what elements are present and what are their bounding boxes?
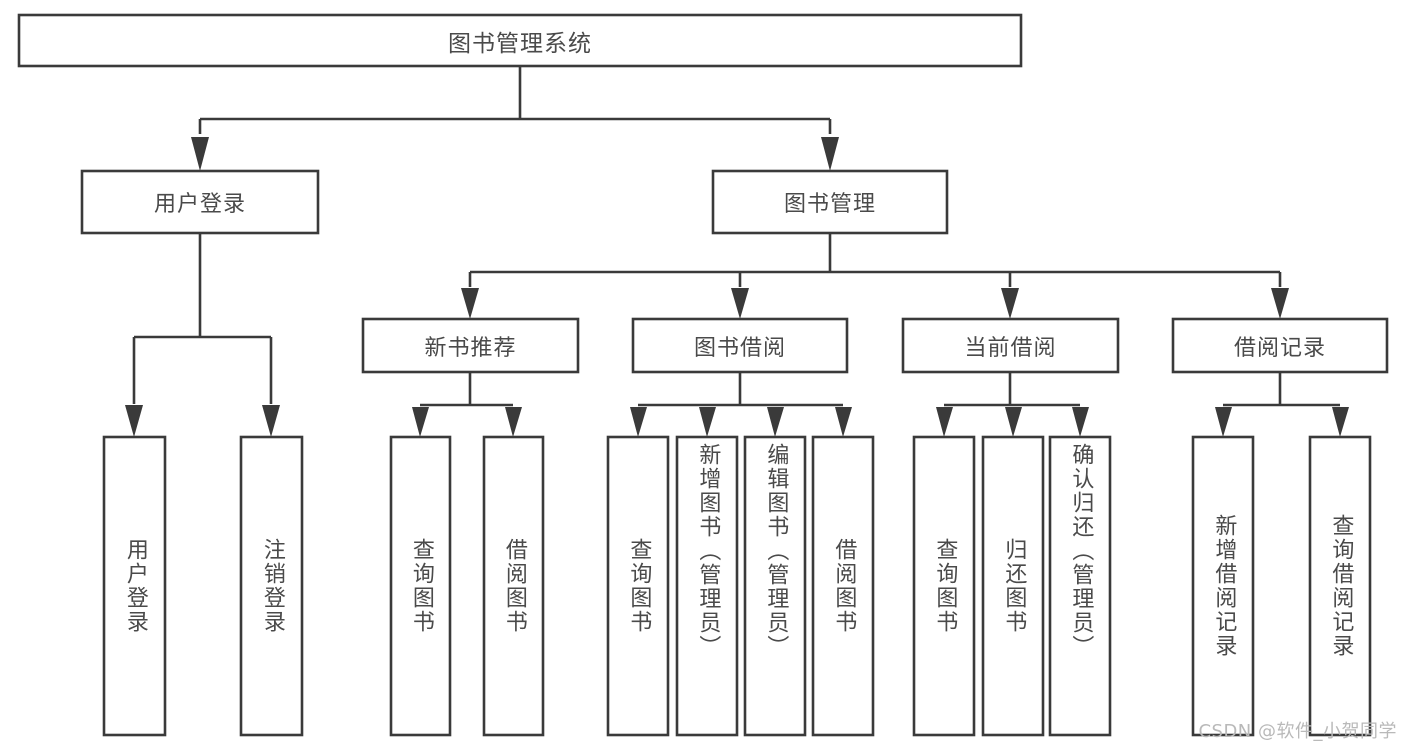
node-box-current-borrow[interactable] (901, 317, 1120, 374)
node-box-leaf-return-book[interactable] (981, 435, 1045, 737)
node-box-leaf-confirm-return[interactable] (1048, 435, 1112, 737)
arrow-head-icon (1005, 407, 1022, 437)
node-box-leaf-add-book[interactable] (675, 435, 739, 737)
watermark-text: CSDN @软件_小贺同学 (1198, 721, 1397, 742)
node-box-leaf-logout-login[interactable] (239, 435, 304, 737)
arrow-head-icon (1332, 407, 1349, 437)
node-box-user-login[interactable] (80, 169, 320, 235)
connector-current-borrow-to-leaves (936, 372, 1089, 437)
arrow-head-icon (191, 137, 209, 171)
arrow-head-icon (461, 288, 479, 319)
arrow-head-icon (767, 407, 784, 437)
connector-user-login-to-leaves (125, 233, 280, 437)
arrow-head-icon (699, 407, 716, 437)
node-box-leaf-query-record[interactable] (1308, 435, 1372, 737)
arrow-head-icon (936, 407, 953, 437)
connector-book-borrow-to-leaves (630, 372, 852, 437)
node-box-root[interactable] (17, 13, 1023, 68)
node-box-leaf-borrow-book-a[interactable] (482, 435, 545, 737)
arrow-head-icon (1215, 407, 1232, 437)
node-box-leaf-user-login[interactable] (102, 435, 167, 737)
node-box-borrow-record[interactable] (1171, 317, 1389, 374)
arrow-head-icon (262, 405, 280, 437)
arrow-head-icon (835, 407, 852, 437)
arrow-head-icon (505, 407, 522, 437)
arrow-head-icon (1271, 288, 1289, 319)
connector-root-to-level2 (191, 66, 839, 171)
arrow-head-icon (731, 288, 749, 319)
node-box-leaf-query-book-c[interactable] (912, 435, 976, 737)
arrow-head-icon (125, 405, 143, 437)
node-box-leaf-query-book-a[interactable] (389, 435, 452, 737)
connector-borrow-record-to-leaves (1215, 372, 1349, 437)
arrow-head-icon (1072, 407, 1089, 437)
node-box-book-borrow[interactable] (631, 317, 849, 374)
node-box-new-book-recommend[interactable] (361, 317, 580, 374)
node-box-book-management[interactable] (711, 169, 949, 235)
arrow-head-icon (1001, 288, 1019, 319)
arrow-head-icon (630, 407, 647, 437)
connector-book-management-to-level3 (461, 233, 1289, 319)
connector-new-book-recommend-to-leaves (412, 372, 522, 437)
node-box-leaf-query-book-b[interactable] (606, 435, 670, 737)
node-box-leaf-borrow-book-b[interactable] (811, 435, 875, 737)
arrow-head-icon (412, 407, 429, 437)
node-box-leaf-edit-book[interactable] (743, 435, 807, 737)
node-box-leaf-add-record[interactable] (1191, 435, 1255, 737)
arrow-head-icon (821, 137, 839, 171)
